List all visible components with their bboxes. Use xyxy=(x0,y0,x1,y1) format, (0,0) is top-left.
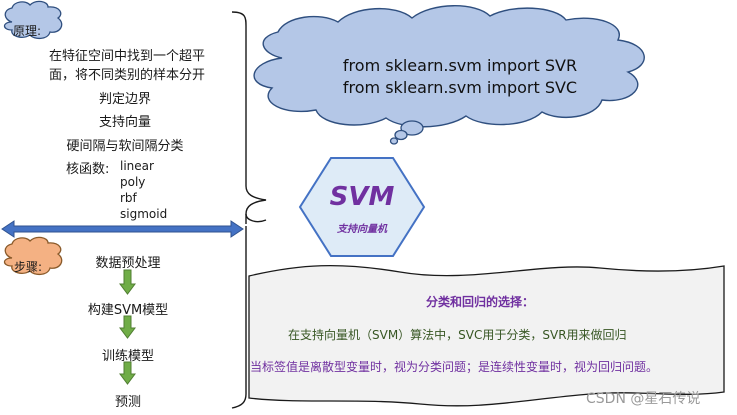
kernel-poly: poly xyxy=(120,175,146,189)
cloud-bubble-large xyxy=(400,120,424,136)
svm-hexagon xyxy=(298,157,426,257)
step-preprocess: 数据预处理 xyxy=(95,256,161,271)
steps-cloud-shape xyxy=(3,236,63,276)
svm-subtitle: 支持向量机 xyxy=(337,224,387,235)
divider-double-arrow xyxy=(1,220,244,238)
cloud-bubble-medium xyxy=(394,129,408,141)
principle-line-1: 在特征空间中找到一个超平 xyxy=(49,49,206,64)
steps-brace xyxy=(231,225,247,409)
code-cloud-shape xyxy=(253,5,645,128)
watermark: CSDN @星石传说 xyxy=(586,391,701,407)
svm-title: SVM xyxy=(329,182,395,212)
document-line-2: 当标签值是离散型变量时，视为分类问题；是连续性变量时，视为回归问题。 xyxy=(250,360,659,374)
principle-cloud-shape xyxy=(3,0,63,40)
document-line-1: 在支持向量机（SVM）算法中，SVC用于分类，SVR用来做回归 xyxy=(288,328,627,342)
step-arrow-3 xyxy=(119,361,136,385)
code-import-svc: from sklearn.svm import SVC xyxy=(342,78,578,97)
kernel-sigmoid: sigmoid xyxy=(120,207,168,221)
code-import-svr: from sklearn.svm import SVR xyxy=(342,56,578,75)
principle-brace xyxy=(231,11,267,224)
kernel-linear: linear xyxy=(120,159,154,173)
kernel-rbf: rbf xyxy=(120,191,137,205)
step-predict: 预测 xyxy=(114,395,141,410)
brace-join xyxy=(245,213,267,223)
step-arrows xyxy=(119,269,136,385)
document-shape xyxy=(248,264,725,407)
document-title: 分类和回归的选择： xyxy=(425,295,534,309)
step-train-model: 训练模型 xyxy=(101,349,154,364)
cloud-bubble-small xyxy=(389,137,399,145)
principle-tag: 原理: xyxy=(13,24,42,38)
steps-tag: 步骤: xyxy=(14,260,43,274)
principle-item-decision-boundary: 判定边界 xyxy=(98,92,151,107)
principle-item-margin: 硬间隔与软间隔分类 xyxy=(66,139,184,154)
step-arrow-1 xyxy=(119,269,136,295)
step-arrow-2 xyxy=(119,315,136,339)
principle-item-support-vectors: 支持向量 xyxy=(98,115,151,130)
step-build-model: 构建SVM模型 xyxy=(87,303,169,318)
kernel-label: 核函数: xyxy=(66,162,110,177)
principle-line-2: 面，将不同类别的样本分开 xyxy=(49,68,206,83)
